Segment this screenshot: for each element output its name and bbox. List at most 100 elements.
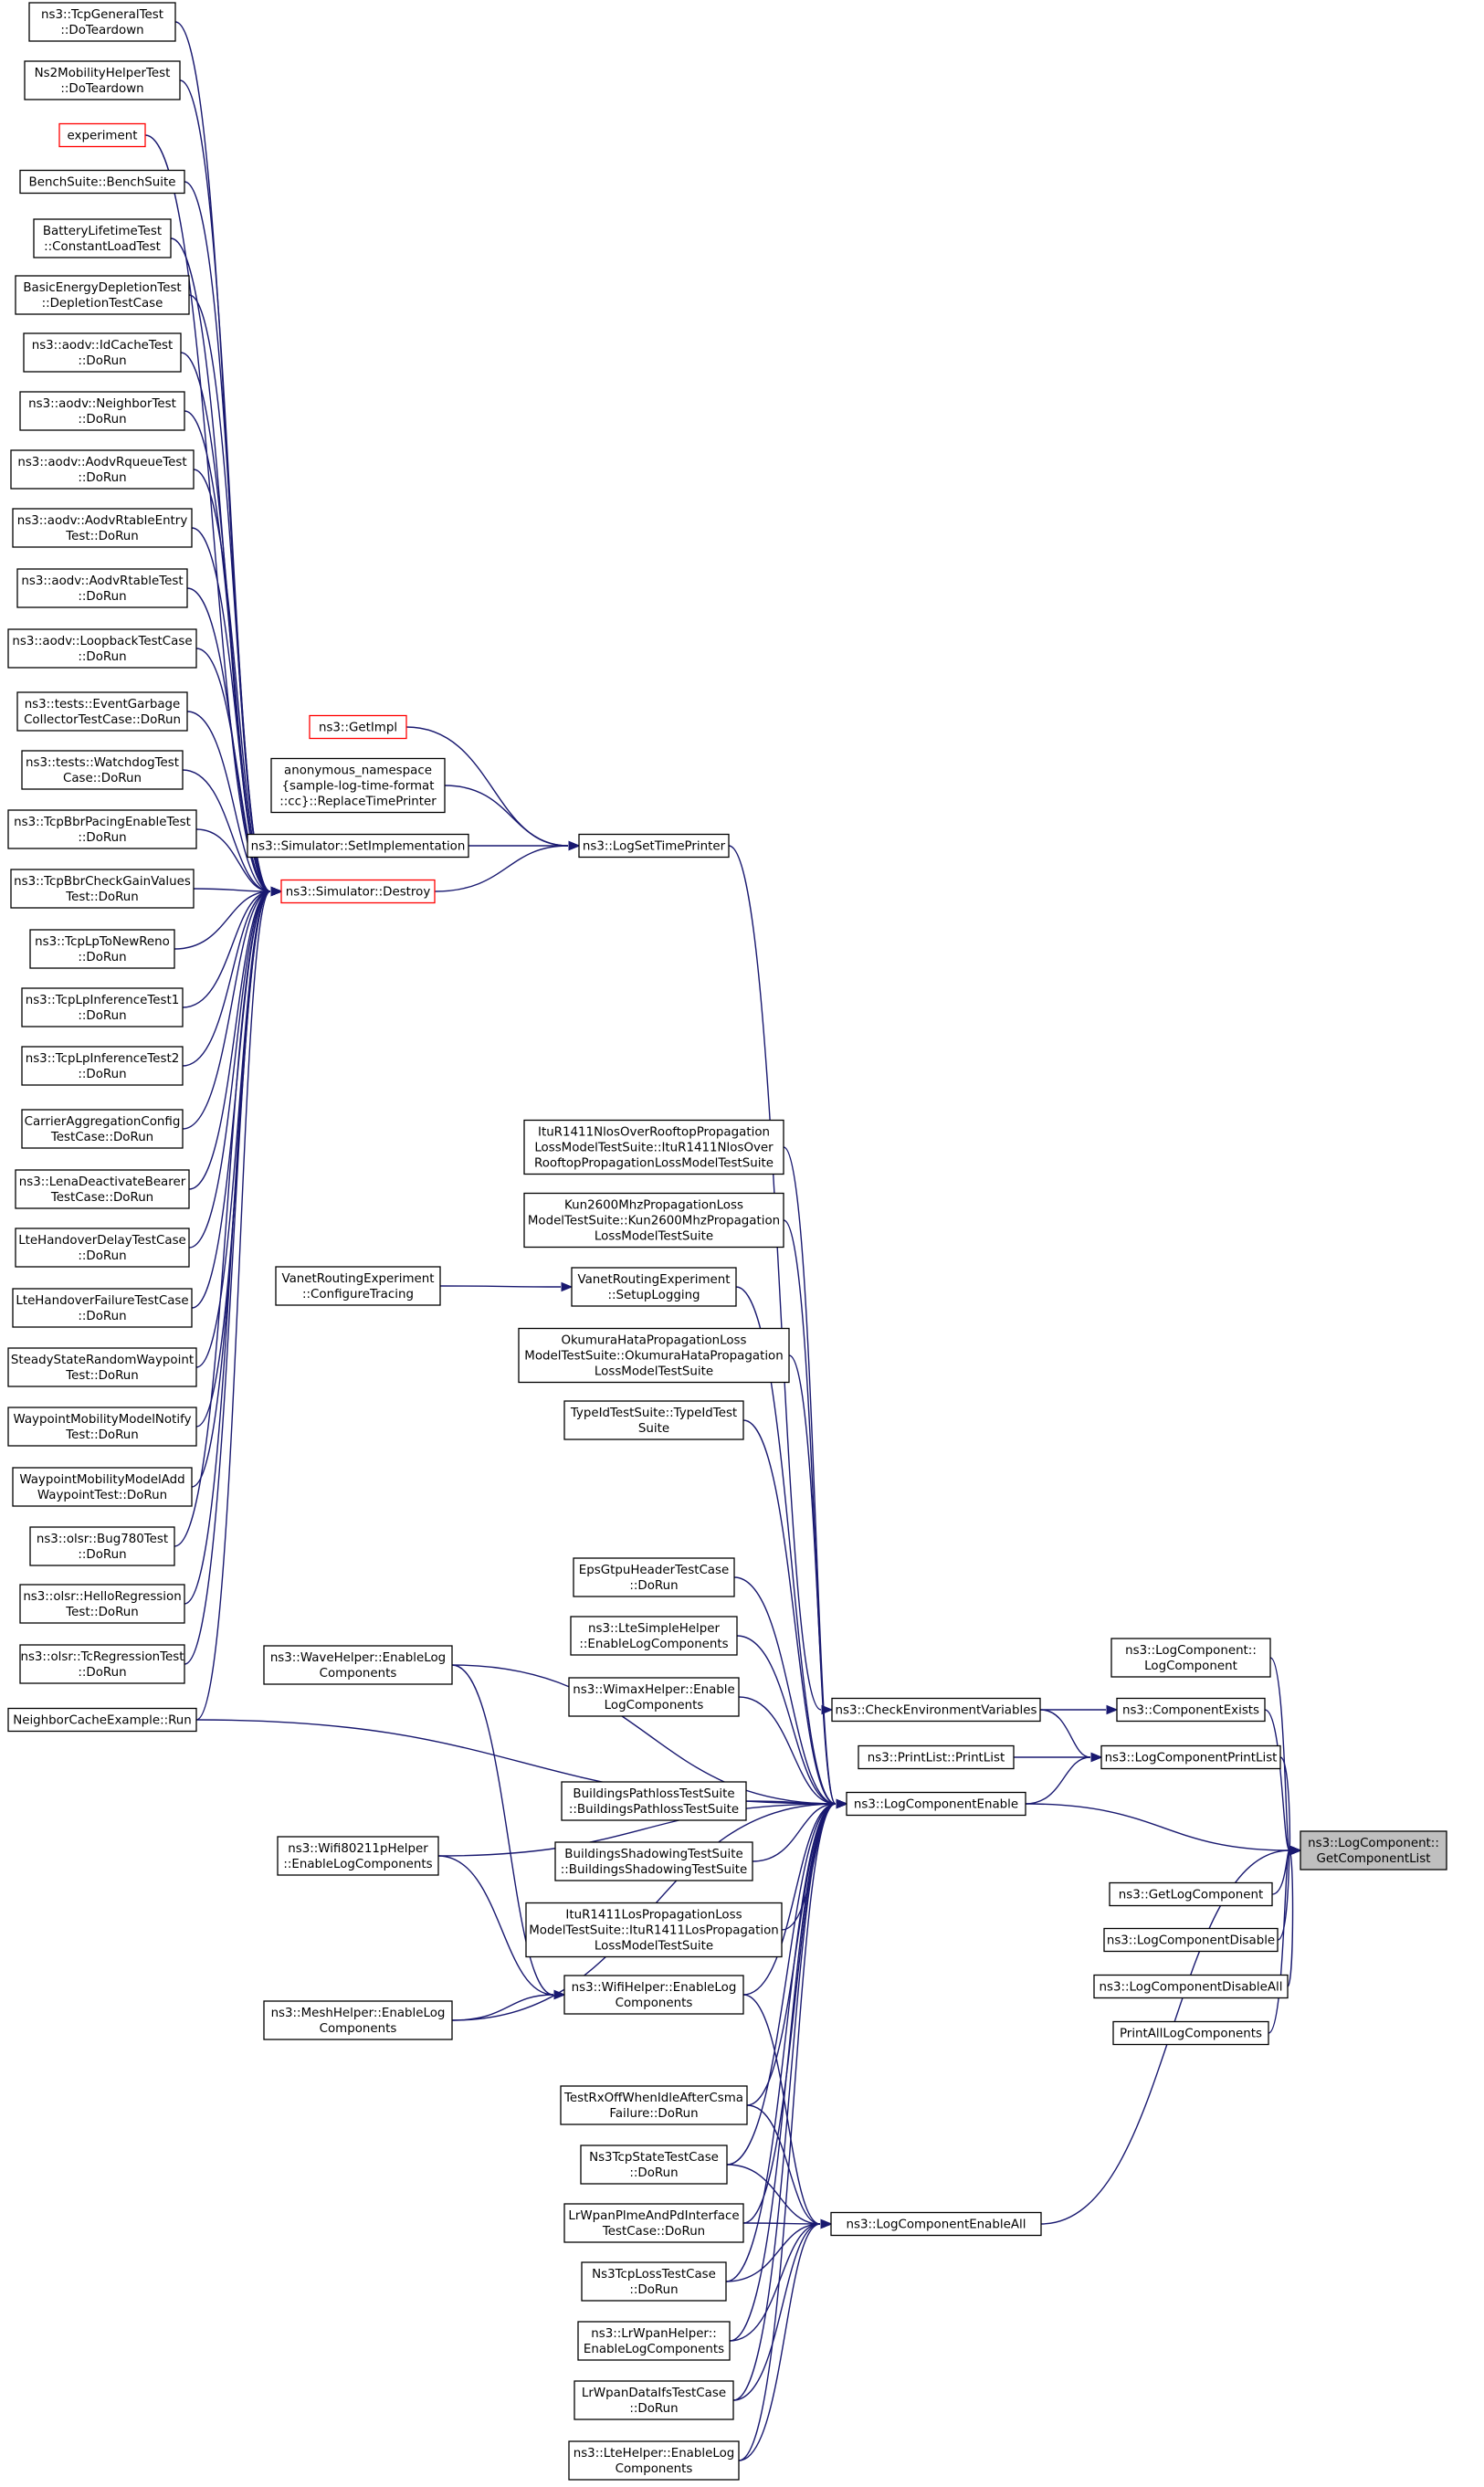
node-ltehelper-label-1: Components — [616, 2462, 693, 2476]
node-logsettime[interactable]: ns3::LogSetTimePrinter — [578, 833, 730, 859]
node-setimpl[interactable]: ns3::Simulator::SetImplementation — [247, 833, 469, 859]
node-printlist[interactable]: ns3::PrintList::PrintList — [858, 1744, 1015, 1770]
node-waypointadd[interactable]: WaypointMobilityModelAddWaypointTest::Do… — [12, 1467, 193, 1507]
node-wavehelper-label-1: Components — [320, 1667, 397, 1681]
node-ltesimple-label-0: ns3::LteSimpleHelper — [588, 1622, 720, 1636]
node-checkenv-label-0: ns3::CheckEnvironmentVariables — [836, 1704, 1037, 1718]
node-tcpbbrpacing[interactable]: ns3::TcpBbrPacingEnableTest::DoRun — [7, 809, 197, 849]
node-vanetconfigure[interactable]: VanetRoutingExperiment::ConfigureTracing — [275, 1266, 441, 1306]
node-batterylifetime[interactable]: BatteryLifetimeTest::ConstantLoadTest — [33, 218, 172, 258]
node-basicenergy[interactable]: BasicEnergyDepletionTest::DepletionTestC… — [15, 275, 190, 315]
node-ns3tcpstate[interactable]: Ns3TcpStateTestCase::DoRun — [580, 2145, 728, 2185]
node-getlogcomponent[interactable]: ns3::GetLogComponent — [1109, 1881, 1273, 1907]
node-eventgarbage[interactable]: ns3::tests::EventGarbageCollectorTestCas… — [16, 691, 188, 732]
node-neighborcache[interactable]: NeighborCacheExample::Run — [7, 1707, 197, 1733]
edge-printalllog-to-getcomponentlist — [1268, 1845, 1302, 2034]
node-logcomponentctor[interactable]: ns3::LogComponent::LogComponent — [1110, 1638, 1271, 1678]
node-lrwpandataifs[interactable]: LrWpanDataIfsTestCase::DoRun — [574, 2380, 734, 2420]
node-meshhelper[interactable]: ns3::MeshHelper::EnableLogComponents — [263, 2000, 453, 2040]
node-destroy-label-0: ns3::Simulator::Destroy — [286, 886, 431, 900]
node-checkenv[interactable]: ns3::CheckEnvironmentVariables — [831, 1697, 1041, 1723]
node-olsrtc[interactable]: ns3::olsr::TcRegressionTest::DoRun — [19, 1644, 185, 1684]
node-componentexists-label-0: ns3::ComponentExists — [1122, 1704, 1259, 1718]
node-tcplpinference2[interactable]: ns3::TcpLpInferenceTest2::DoRun — [21, 1046, 184, 1086]
edge-epsgtpu-to-logcomponentenable — [733, 1576, 848, 1809]
node-aodvrtable[interactable]: ns3::aodv::AodvRtableTest::DoRun — [16, 568, 188, 608]
node-wimax[interactable]: ns3::WimaxHelper::EnableLogComponents — [568, 1677, 740, 1717]
node-getimpl[interactable]: ns3::GetImpl — [309, 714, 407, 740]
node-aodvrtableentry-label-0: ns3::aodv::AodvRtableEntry — [17, 514, 188, 528]
node-olsrbug780-label-0: ns3::olsr::Bug780Test — [37, 1533, 168, 1546]
node-wavehelper-label-0: ns3::WaveHelper::EnableLog — [270, 1651, 446, 1665]
node-epsgtpu[interactable]: EpsGtpuHeaderTestCase::DoRun — [573, 1557, 735, 1597]
node-carrieragg-label-1: TestCase::DoRun — [50, 1131, 153, 1144]
node-wavehelper[interactable]: ns3::WaveHelper::EnableLogComponents — [263, 1645, 453, 1685]
node-vanetconfigure-label-0: VanetRoutingExperiment — [281, 1272, 434, 1286]
node-itulos[interactable]: ItuR1411LosPropagationLossModelTestSuite… — [525, 1902, 783, 1958]
node-lrwpandataifs-label-1: ::DoRun — [629, 2402, 678, 2416]
node-okumura[interactable]: OkumuraHataPropagationLossModelTestSuite… — [518, 1327, 790, 1384]
node-aodvidcache[interactable]: ns3::aodv::IdCacheTest::DoRun — [23, 332, 182, 373]
node-wimax-label-1: LogComponents — [605, 1699, 704, 1712]
node-logcomponentprintlist-label-0: ns3::LogComponentPrintList — [1105, 1752, 1278, 1765]
node-buildingspath-label-0: BuildingsPathlossTestSuite — [573, 1787, 734, 1801]
node-tcplptonewreno[interactable]: ns3::TcpLpToNewReno::DoRun — [29, 929, 175, 969]
node-buildingspath[interactable]: BuildingsPathlossTestSuite::BuildingsPat… — [561, 1781, 747, 1821]
node-kun2600[interactable]: Kun2600MhzPropagationLossModelTestSuite:… — [523, 1192, 784, 1249]
node-anonymous[interactable]: anonymous_namespace{sample-log-time-form… — [270, 757, 446, 814]
node-batterylifetime-label-0: BatteryLifetimeTest — [43, 225, 162, 238]
edge-ltehelper-to-logcomponentenable — [738, 1798, 848, 2461]
edge-ltehelper-to-logcomponentenableall — [738, 2218, 833, 2461]
node-ns3tcploss[interactable]: Ns3TcpLossTestCase::DoRun — [581, 2261, 727, 2302]
node-ltesimple[interactable]: ns3::LteSimpleHelper::EnableLogComponent… — [570, 1616, 738, 1656]
node-logcomponentdisable[interactable]: ns3::LogComponentDisable — [1103, 1927, 1279, 1953]
node-destroy[interactable]: ns3::Simulator::Destroy — [280, 879, 436, 904]
edge-aodvloopback-to-destroy — [195, 648, 283, 897]
node-vanetsetup-label-1: ::SetupLogging — [607, 1289, 700, 1302]
node-benchsuite[interactable]: BenchSuite::BenchSuite — [19, 169, 185, 195]
node-componentexists[interactable]: ns3::ComponentExists — [1116, 1697, 1266, 1723]
node-itunlos[interactable]: ItuR1411NlosOverRooftopPropagationLossMo… — [523, 1119, 784, 1175]
node-ltehandoverfailure[interactable]: LteHandoverFailureTestCase::DoRun — [12, 1288, 193, 1328]
node-aodvneighbor[interactable]: ns3::aodv::NeighborTest::DoRun — [19, 391, 185, 431]
node-ltehelper[interactable]: ns3::LteHelper::EnableLogComponents — [568, 2440, 740, 2481]
node-logcomponentenable[interactable]: ns3::LogComponentEnable — [846, 1791, 1026, 1817]
node-logcomponentenableall[interactable]: ns3::LogComponentEnableAll — [830, 2211, 1042, 2237]
node-logcomponentprintlist[interactable]: ns3::LogComponentPrintList — [1100, 1744, 1281, 1770]
node-olsrbug780[interactable]: ns3::olsr::Bug780Test::DoRun — [29, 1526, 175, 1566]
node-ns2mobility[interactable]: Ns2MobilityHelperTest::DoTeardown — [24, 60, 181, 100]
node-experiment[interactable]: experiment — [58, 122, 146, 148]
edge-logcomponentdisableall-to-getcomponentlist — [1287, 1845, 1302, 1987]
node-buildingsshadow[interactable]: BuildingsShadowingTestSuite::BuildingsSh… — [554, 1841, 753, 1881]
node-logcomponentdisableall[interactable]: ns3::LogComponentDisableAll — [1093, 1974, 1289, 1999]
node-vanetsetup[interactable]: VanetRoutingExperiment::SetupLogging — [571, 1267, 737, 1307]
node-ltehandoverdelay[interactable]: LteHandoverDelayTestCase::DoRun — [15, 1228, 190, 1268]
node-typeid[interactable]: TypeIdTestSuite::TypeIdTestSuite — [563, 1400, 744, 1440]
edge-vanetconfigure-to-vanetsetup — [439, 1281, 574, 1292]
node-printalllog[interactable]: PrintAllLogComponents — [1112, 2020, 1269, 2046]
edge-olsrbug780-to-destroy — [174, 886, 283, 1547]
edge-eventgarbage-to-destroy — [186, 711, 283, 897]
node-tcplptonewreno-label-1: ::DoRun — [78, 951, 126, 964]
node-wifihelper[interactable]: ns3::WifiHelper::EnableLogComponents — [563, 1975, 744, 2015]
node-lrwpanhelper[interactable]: ns3::LrWpanHelper::EnableLogComponents — [577, 2321, 731, 2361]
node-tcpgeneral[interactable]: ns3::TcpGeneralTest::DoTeardown — [28, 2, 176, 42]
node-eventgarbage-label-0: ns3::tests::EventGarbage — [25, 698, 181, 711]
node-wifi80211p[interactable]: ns3::Wifi80211pHelper::EnableLogComponen… — [277, 1836, 439, 1876]
edge-lenadeactivate-to-destroy — [188, 886, 283, 1190]
node-aodvloopback[interactable]: ns3::aodv::LoopbackTestCase::DoRun — [7, 628, 197, 669]
node-tcpbbrcheck-label-0: ns3::TcpBbrCheckGainValues — [14, 875, 191, 889]
node-tcplpinference1[interactable]: ns3::TcpLpInferenceTest1::DoRun — [21, 987, 184, 1027]
node-aodvrqueue[interactable]: ns3::aodv::AodvRqueueTest::DoRun — [10, 449, 195, 490]
node-okumura-label-1: ModelTestSuite::OkumuraHataPropagation — [524, 1350, 783, 1364]
